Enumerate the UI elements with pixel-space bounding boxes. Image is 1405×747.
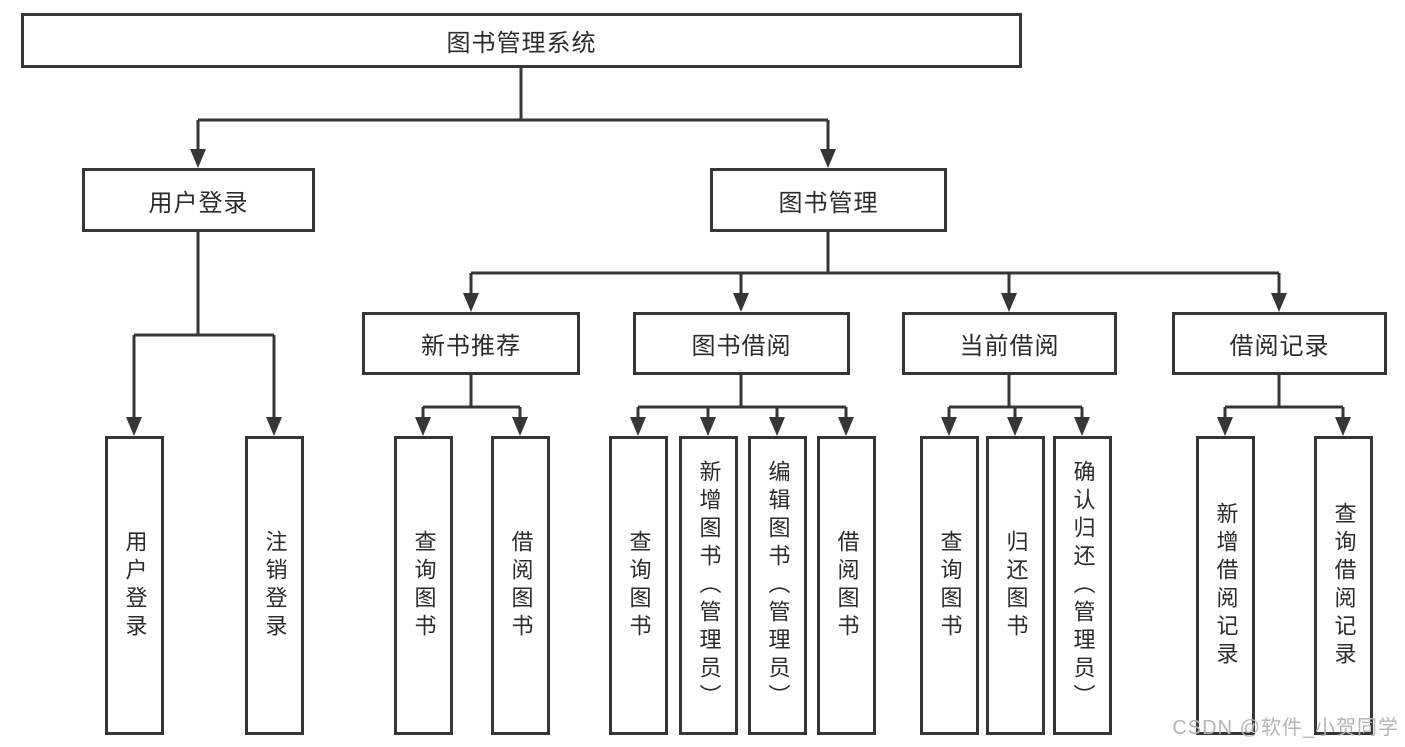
node-library-management-system: 图书管理系统 — [21, 13, 1022, 68]
leaf-query-borrow-record: 查询借阅记录 — [1314, 436, 1373, 735]
node-label: 借阅图书 — [834, 529, 860, 642]
leaf-return-book: 归还图书 — [986, 436, 1045, 735]
leaf-user-login: 用户登录 — [105, 436, 164, 735]
leaf-edit-book-admin: 编辑图书（管理员） — [748, 436, 807, 735]
leaf-borrow-book: 借阅图书 — [817, 436, 876, 735]
node-label: 图书借阅 — [691, 333, 792, 360]
node-label: 编辑图书（管理员） — [765, 459, 791, 712]
leaf-logout: 注销登录 — [245, 436, 304, 735]
node-current-borrowing: 当前借阅 — [902, 312, 1117, 375]
node-label: 归还图书 — [1003, 529, 1029, 642]
leaf-query-book-current: 查询图书 — [920, 436, 979, 735]
node-new-book-recommend: 新书推荐 — [362, 312, 580, 375]
leaf-confirm-return-admin: 确认归还（管理员） — [1053, 436, 1112, 735]
leaf-borrow-book-recommend: 借阅图书 — [491, 436, 550, 735]
node-user-login: 用户登录 — [82, 168, 315, 232]
node-label: 查询图书 — [626, 529, 652, 642]
node-label: 查询借阅记录 — [1331, 501, 1357, 670]
csdn-watermark: CSDN @软件_小贺同学 — [1172, 717, 1399, 739]
leaf-query-book-recommend: 查询图书 — [394, 436, 453, 735]
node-book-borrowing: 图书借阅 — [633, 312, 850, 375]
node-label: 新增借阅记录 — [1213, 501, 1239, 670]
node-label: 图书管理 — [778, 189, 879, 217]
node-label: 图书管理系统 — [446, 30, 597, 57]
node-label: 新书推荐 — [421, 333, 521, 360]
node-label: 用户登录 — [122, 529, 148, 642]
node-label: 注销登录 — [262, 529, 288, 642]
leaf-query-book-borrowing: 查询图书 — [609, 436, 668, 735]
node-borrowing-records: 借阅记录 — [1172, 312, 1387, 375]
node-label: 查询图书 — [411, 529, 437, 642]
node-label: 借阅图书 — [508, 529, 534, 642]
leaf-add-borrow-record: 新增借阅记录 — [1196, 436, 1255, 735]
node-book-management: 图书管理 — [710, 168, 947, 232]
node-label: 用户登录 — [148, 189, 249, 217]
node-label: 当前借阅 — [959, 333, 1060, 360]
node-label: 借阅记录 — [1229, 333, 1330, 360]
leaf-add-book-admin: 新增图书（管理员） — [679, 436, 738, 735]
node-label: 查询图书 — [937, 529, 963, 642]
node-label: 确认归还（管理员） — [1070, 459, 1096, 712]
arrowheads — [126, 149, 1351, 436]
node-label: 新增图书（管理员） — [696, 459, 722, 712]
